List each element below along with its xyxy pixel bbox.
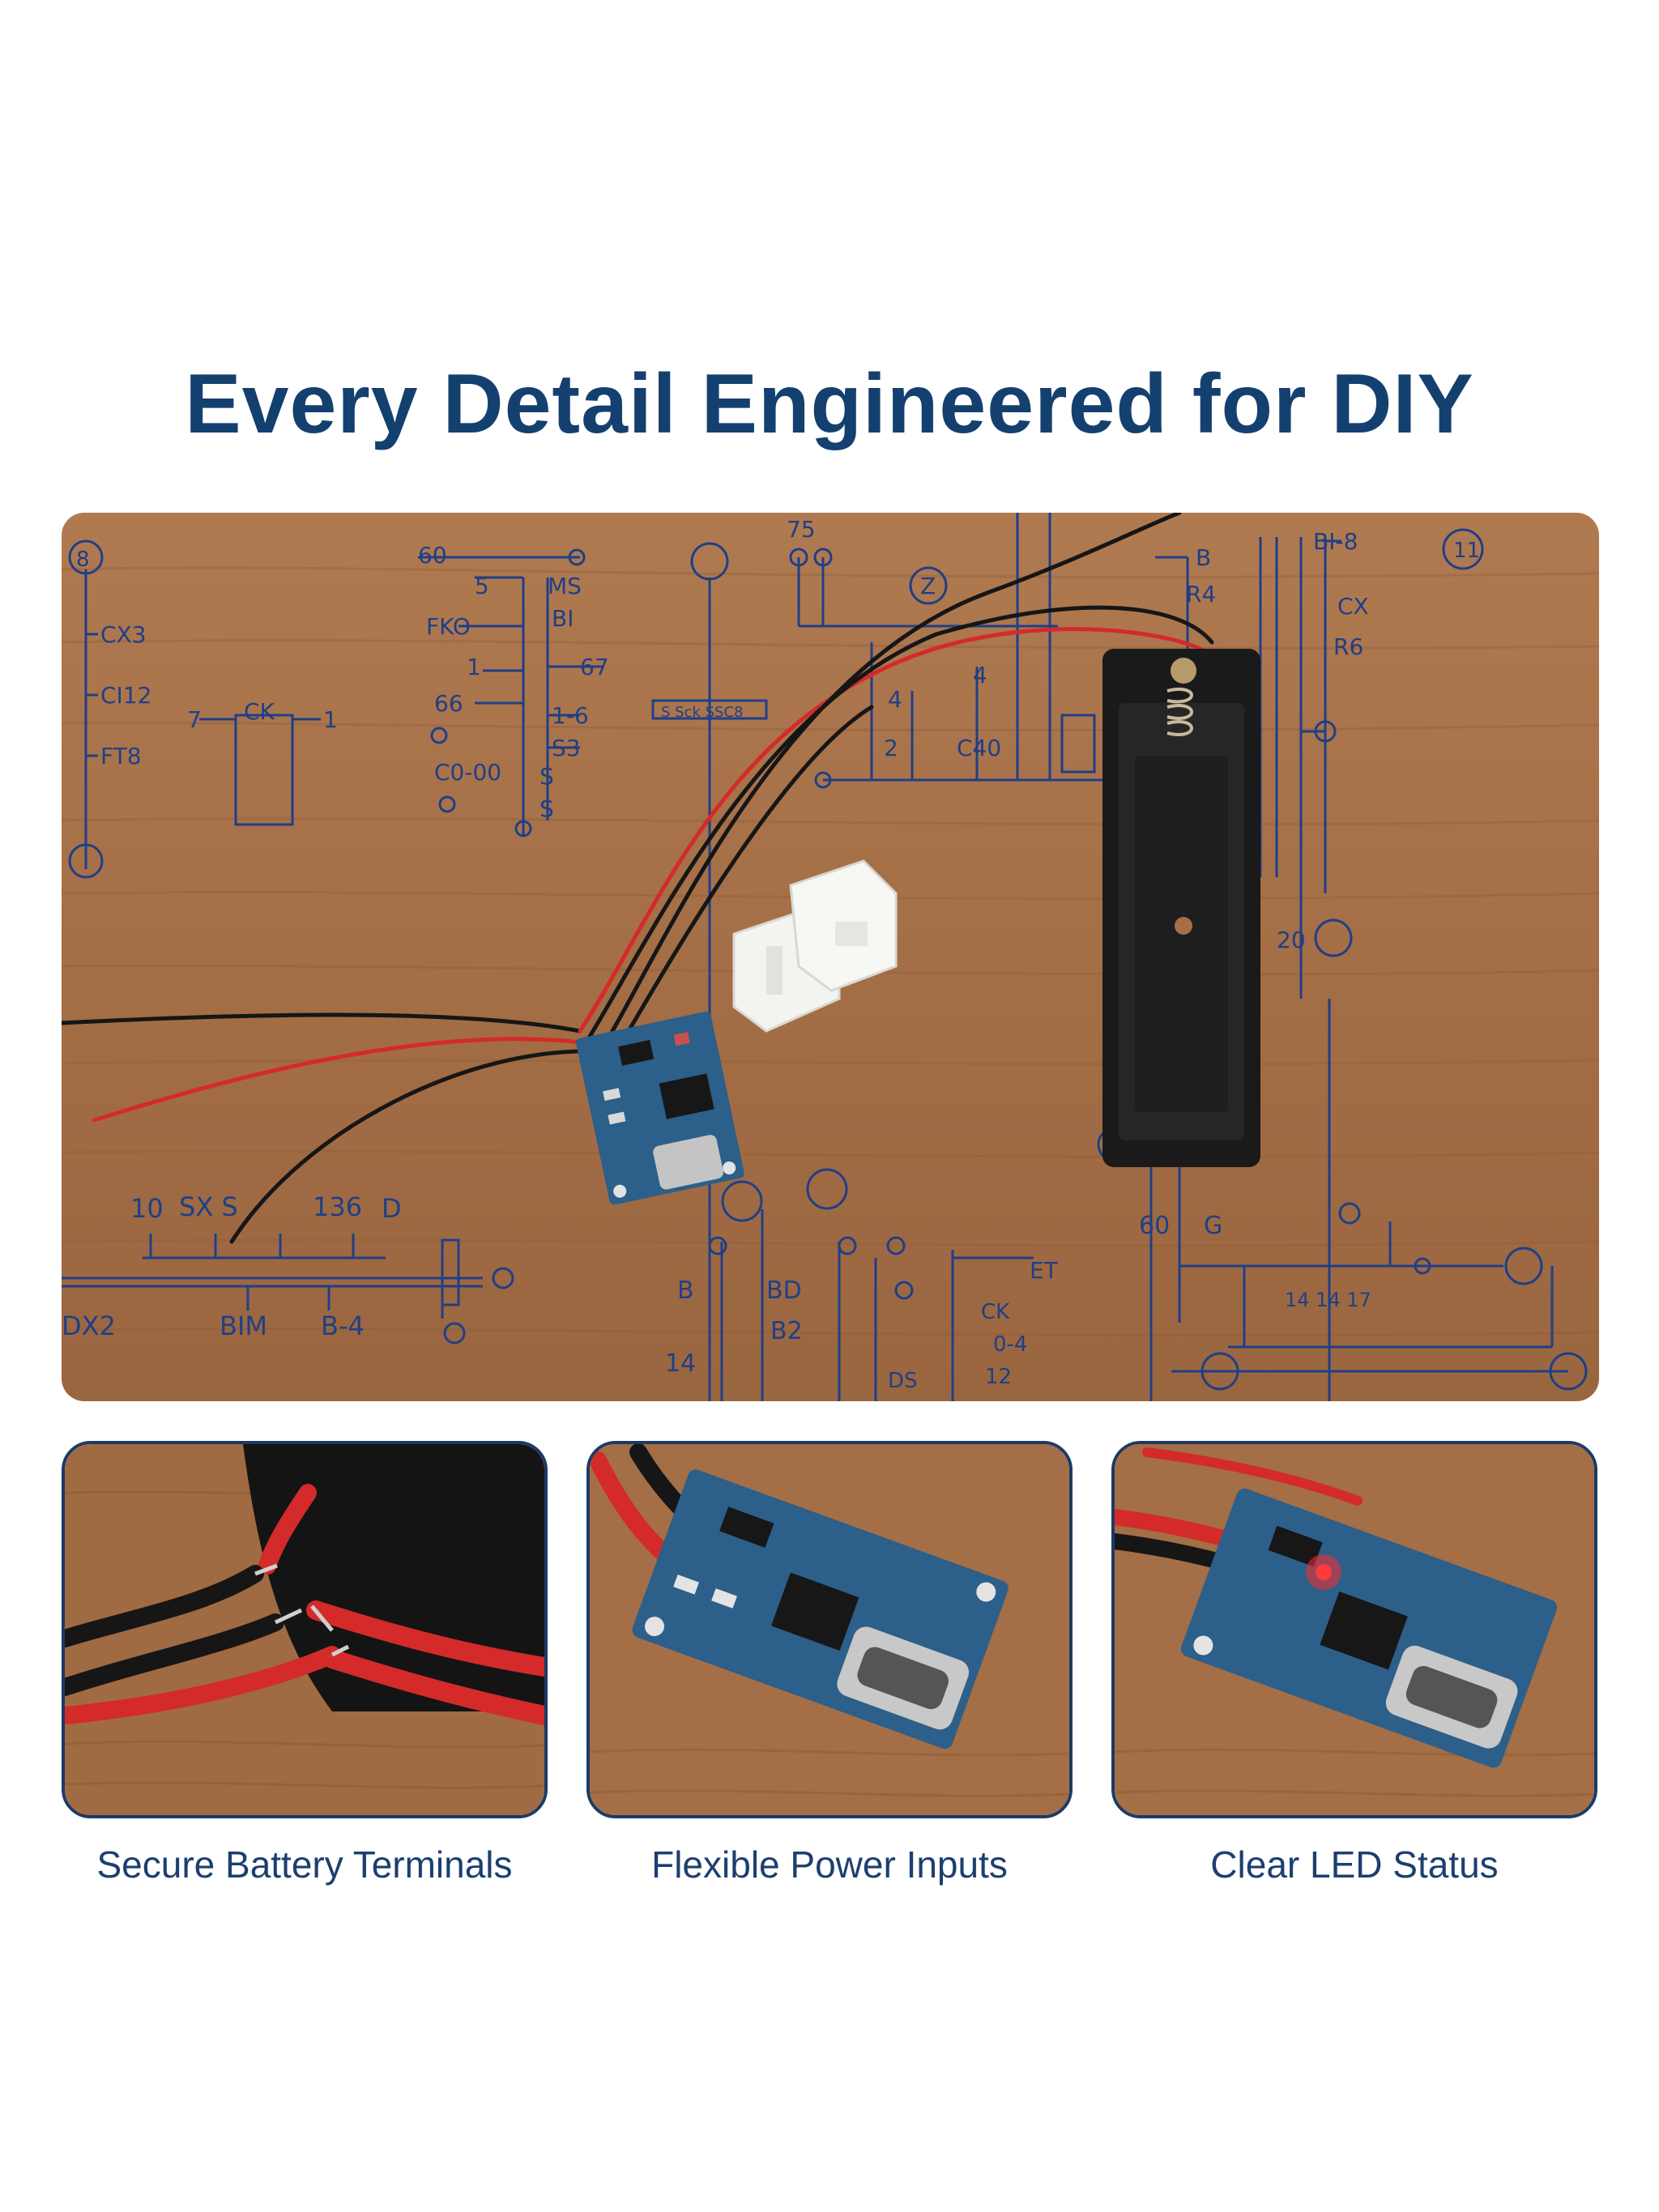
bp-label: S [539, 763, 554, 790]
bp-label: 0-4 [993, 1332, 1027, 1357]
wires [62, 513, 1214, 1244]
bp-label: 67 [580, 654, 609, 680]
bp-label: C40 [957, 735, 1001, 761]
bp-label: SX S [179, 1191, 238, 1222]
bp-label: MS [548, 573, 582, 599]
bp-label: S3 [552, 735, 581, 761]
bp-label: 75 [787, 516, 816, 543]
thumb-battery-terminals [62, 1441, 548, 1818]
bp-label: BI-8 [1313, 528, 1358, 555]
bp-label: BIM [220, 1311, 267, 1341]
led-status-photo [1115, 1444, 1594, 1815]
bp-label: CI12 [100, 682, 151, 709]
bp-label: BI [552, 605, 574, 632]
hero-scene: CX3 CI12 FT8 7 CK 1 60 5 MS FKO BI 1 67 … [62, 513, 1599, 1401]
bp-label: B2 [770, 1317, 803, 1345]
power-inputs-photo [590, 1444, 1069, 1815]
bp-label: 60 [418, 542, 447, 569]
bp-label: 5 [475, 573, 489, 599]
bp-label: 14 [665, 1349, 696, 1378]
bp-label: R4 [1186, 581, 1216, 607]
bp-label: R6 [1333, 633, 1363, 660]
bp-label: 60 [1139, 1212, 1170, 1240]
bp-label: CX [1337, 593, 1369, 620]
bp-label: S [539, 795, 554, 822]
bp-label: G [1204, 1212, 1222, 1240]
bp-label: B [677, 1276, 694, 1305]
bp-label: D [382, 1193, 402, 1224]
bp-label: 4 [973, 662, 987, 688]
pcb-module [632, 1469, 1009, 1750]
bp-label: 1-6 [552, 702, 589, 729]
bp-label: DX2 [62, 1311, 116, 1341]
thumb-power-inputs [586, 1441, 1073, 1818]
red-led [1316, 1564, 1332, 1580]
headline: Every Detail Engineered for DIY [185, 357, 1474, 451]
bp-label: 136 [313, 1191, 362, 1222]
bp-label: 20 [1277, 927, 1306, 953]
bp-label: CK [244, 698, 275, 725]
bp-label: CX3 [100, 621, 147, 648]
bp-label: 4 [888, 686, 902, 713]
bp-label: 66 [434, 690, 463, 717]
bp-label: FKO [426, 613, 471, 640]
caption-power-inputs: Flexible Power Inputs [651, 1843, 1008, 1886]
bp-label: 11 [1453, 539, 1480, 563]
pcb-module [1180, 1488, 1558, 1768]
lever-connector [732, 859, 898, 1033]
blueprint-text: CX3 CI12 FT8 7 CK 1 60 5 MS FKO BI 1 67 … [62, 516, 1480, 1393]
bp-label: 8 [76, 548, 90, 572]
bp-label: 1 [323, 706, 338, 733]
bp-label: CK [981, 1300, 1010, 1324]
bp-label: B-4 [321, 1311, 365, 1341]
bp-label: DS [888, 1369, 918, 1393]
bp-label: C0-00 [434, 759, 501, 786]
thumb-led-status [1111, 1441, 1597, 1818]
bp-label: 7 [187, 706, 202, 733]
bp-label: FT8 [100, 743, 142, 769]
bp-label: 12 [985, 1365, 1012, 1389]
bp-label: 1 [467, 654, 481, 680]
bp-label: S Sck SSC8 [661, 704, 744, 721]
charging-module [576, 1011, 744, 1205]
hero-photo: CX3 CI12 FT8 7 CK 1 60 5 MS FKO BI 1 67 … [62, 513, 1599, 1401]
bp-label: B [1196, 544, 1211, 571]
caption-battery-terminals: Secure Battery Terminals [96, 1843, 513, 1886]
bp-label: ET [1030, 1257, 1059, 1284]
bp-label: Z [920, 573, 936, 599]
battery-terminals-photo [65, 1444, 544, 1815]
bp-label: 10 [130, 1193, 164, 1224]
bp-label: BD [766, 1276, 802, 1305]
bp-label: 14 14 17 [1285, 1289, 1371, 1311]
bp-label: 2 [884, 735, 898, 761]
caption-led-status: Clear LED Status [1210, 1843, 1499, 1886]
battery-holder [1102, 649, 1260, 1167]
